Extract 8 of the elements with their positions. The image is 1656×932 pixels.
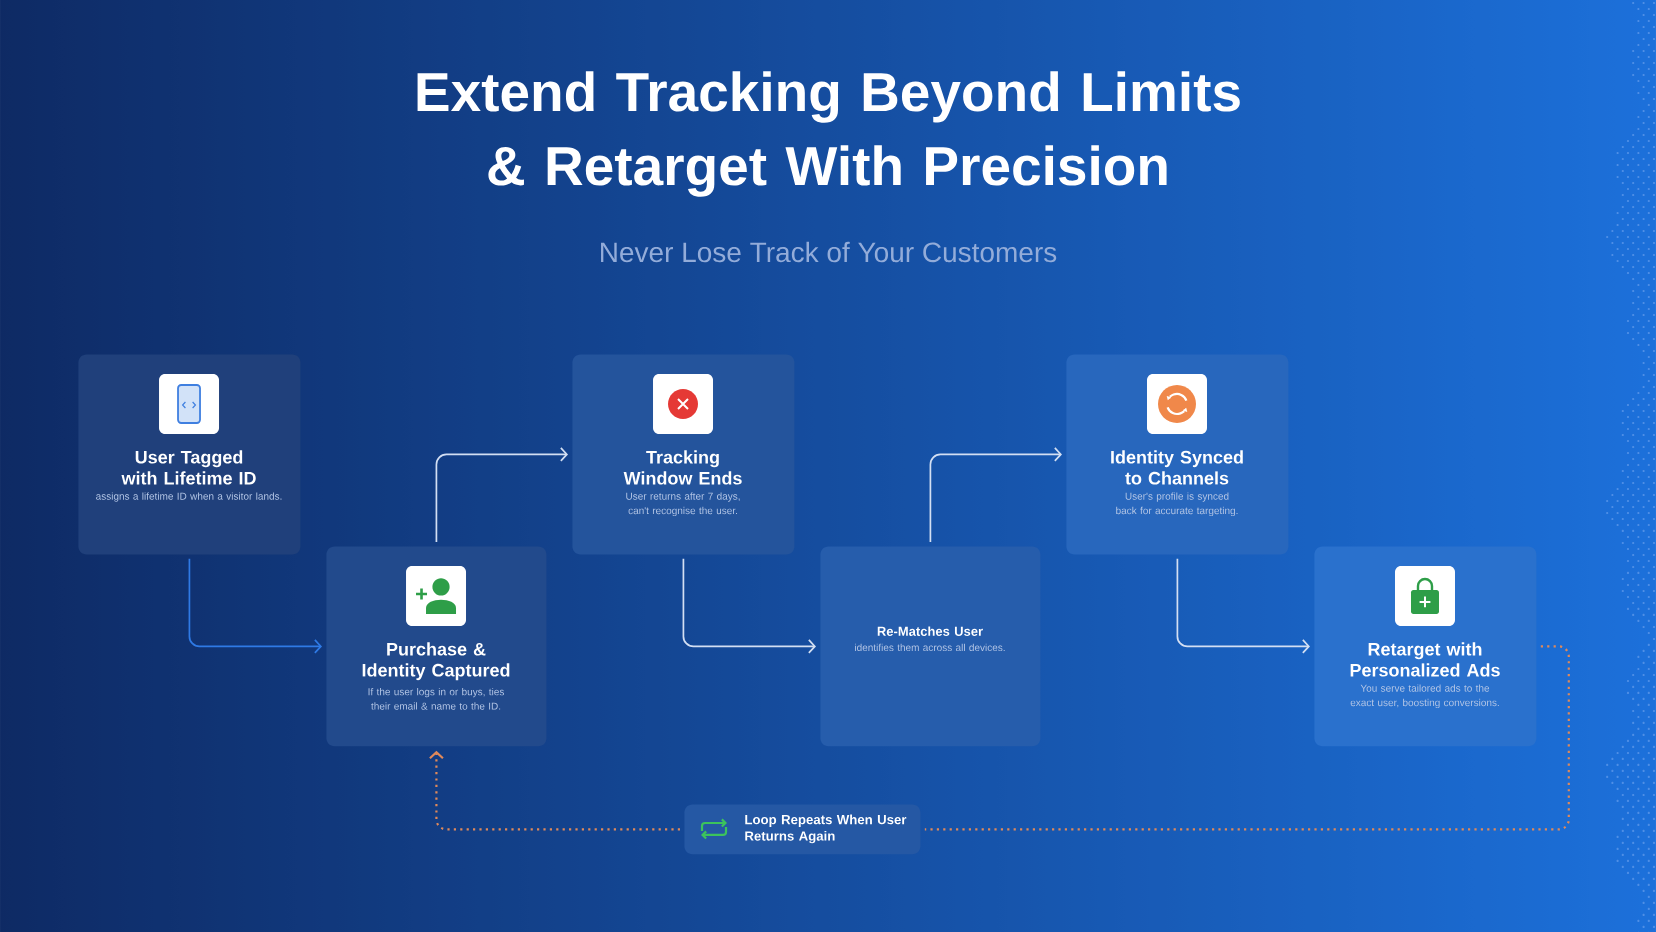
arrow xyxy=(1176,557,1310,654)
arrow xyxy=(929,447,1062,543)
arrow xyxy=(429,750,680,831)
title: Extend Tracking Beyond Limits & Retarget With Precision xyxy=(417,71,1240,197)
arrow xyxy=(188,557,322,654)
arrow xyxy=(682,557,816,654)
subtitle: Never Lose Track of Your Customers xyxy=(601,241,1057,263)
arrow xyxy=(435,447,568,543)
